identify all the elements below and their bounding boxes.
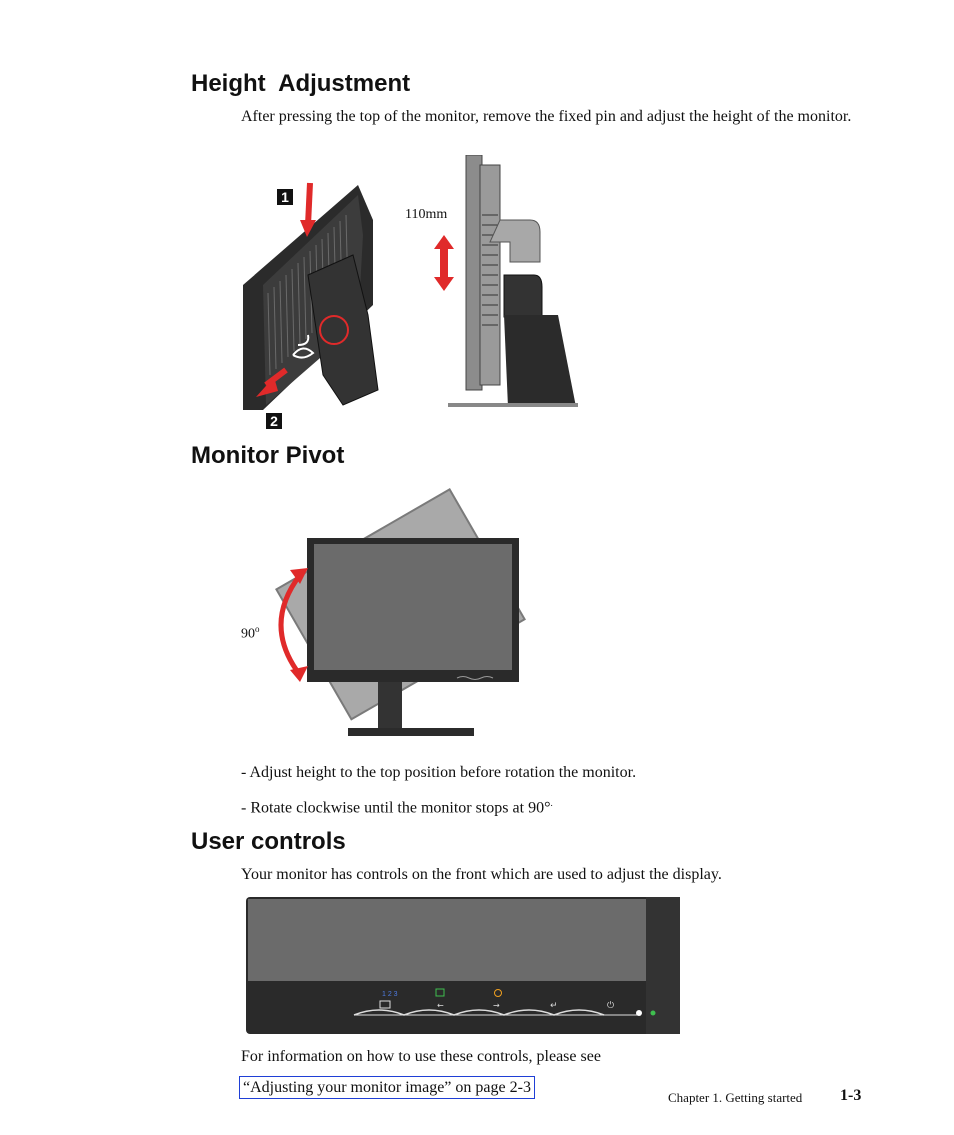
pivot-note-1: - Adjust height to the top position befo…	[241, 764, 637, 781]
monitor-pivot-heading: Monitor Pivot	[191, 442, 345, 469]
pivot-angle-degree: o	[255, 624, 260, 634]
height-adjust-illustration-left	[243, 182, 379, 410]
power-label: ⏻	[607, 1000, 614, 1011]
height-adjust-illustration-right	[448, 155, 578, 407]
pivot-note-2-tail: .	[550, 798, 553, 808]
adjust-image-link[interactable]: “Adjusting your monitor image” on page 2…	[239, 1076, 535, 1099]
pivot-angle-label: 90o	[241, 624, 260, 643]
left-arrow-label: ←	[437, 1001, 444, 1010]
footer-chapter: Chapter 1. Getting started	[668, 1090, 803, 1105]
monitor-pivot-illustration	[275, 488, 526, 736]
step-1-badge: 1	[277, 189, 293, 205]
monitor-controls-illustration: 1 2 3 ← → ↵ ⏻	[246, 897, 680, 1034]
height-measure-label: 110mm	[405, 207, 448, 222]
height-adjustment-text: After pressing the top of the monitor, r…	[241, 108, 852, 125]
step-2-badge: 2	[266, 413, 282, 429]
user-controls-text: Your monitor has controls on the front w…	[241, 866, 722, 883]
pivot-angle-value: 90	[241, 626, 255, 642]
enter-label: ↵	[550, 1001, 558, 1011]
pivot-note-2-text: - Rotate clockwise until the monitor sto…	[241, 799, 551, 817]
footer-page-number: 1-3	[840, 1087, 862, 1104]
right-arrow-label: →	[493, 1001, 500, 1010]
height-adjustment-heading: Height Adjustment	[191, 70, 411, 97]
height-range-arrow	[434, 235, 454, 291]
input-select-label: 1 2 3	[382, 991, 398, 998]
pivot-note-2: - Rotate clockwise until the monitor sto…	[241, 793, 553, 818]
controls-info-text: For information on how to use these cont…	[241, 1048, 601, 1065]
user-controls-heading: User controls	[191, 828, 346, 855]
